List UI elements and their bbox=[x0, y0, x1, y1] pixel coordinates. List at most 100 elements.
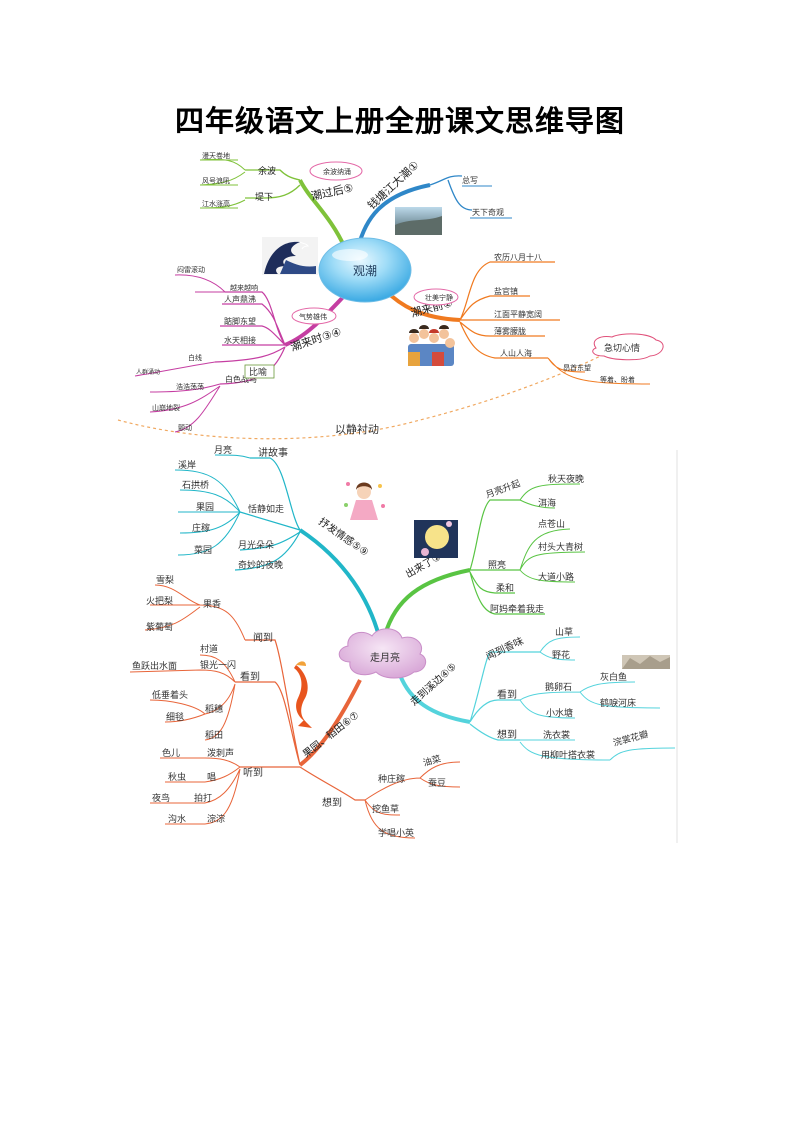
leaf-label: 天下奇观 bbox=[472, 207, 504, 217]
girl-illustration bbox=[344, 482, 385, 520]
center-node: 观潮 bbox=[318, 237, 412, 303]
leaf-label: 蚕豆 bbox=[428, 778, 446, 789]
leaf-label: 庄稼 bbox=[192, 522, 210, 534]
tag-label: 余波纳涌 bbox=[323, 167, 351, 176]
node-label: 柔和 bbox=[496, 583, 514, 594]
leaf-label: 盐官镇 bbox=[494, 286, 518, 296]
leaf-label: 山崩地裂 bbox=[152, 403, 180, 412]
leaf-label: 鱼跃出水面 bbox=[132, 660, 177, 672]
leaf-label: 挖鱼草 bbox=[372, 803, 399, 815]
leaf-label: 江水涨高 bbox=[202, 199, 230, 208]
leaf-label: 火把梨 bbox=[146, 595, 173, 607]
tag-label: 气势雄伟 bbox=[299, 312, 327, 321]
leaf-label: 果香 bbox=[203, 599, 221, 610]
leaf-label: 浣裳花瓣 bbox=[612, 728, 650, 749]
branch-lower-left: 潮来时③④ 气势雄伟 闷雷滚动 越来越响 人声鼎沸 踮脚东望 水天相接 白线 人… bbox=[134, 237, 352, 433]
leaf-label: 淙淙 bbox=[207, 813, 225, 825]
leaf-label: 恬静如走 bbox=[248, 503, 284, 515]
leaf-label: 用柳叶搭衣裳 bbox=[541, 749, 595, 761]
leaf-label: 银光一闪 bbox=[200, 659, 236, 671]
node-label: 阿妈牵着我走 bbox=[490, 603, 544, 615]
lake-photo bbox=[395, 207, 442, 235]
note-label: 比喻 bbox=[249, 366, 267, 378]
leaf-label: 种庄稼 bbox=[378, 773, 405, 785]
leaf-label: 越来越响 bbox=[230, 283, 258, 292]
leaf-label: 村头大青树 bbox=[538, 541, 583, 553]
leaf-label: 稻穗 bbox=[205, 703, 223, 715]
leaf-label: 菜园 bbox=[194, 544, 212, 556]
leaf-label: 灰白鱼 bbox=[600, 671, 627, 683]
leaf-label: 薄雾朦胧 bbox=[494, 326, 526, 336]
leaf-label: 稻田 bbox=[205, 730, 223, 741]
branch2-lower-right: 走到溪边④⑤ 闻到香味 山草 野花 看到 鹅卵石 灰白鱼 鹤唳河床 小水塘 想到… bbox=[398, 626, 676, 761]
leaf-label: 江面平静宽阔 bbox=[494, 309, 542, 319]
leaf-label: 鹅卵石 bbox=[545, 681, 572, 693]
branch-right: 潮来前② 壮美宁静 农历八月十八 盐官镇 江面平静宽阔 薄雾朦胧 人山人海 昂首… bbox=[383, 252, 664, 385]
leaf-label: 果园 bbox=[196, 502, 214, 513]
leaf-label: 雪梨 bbox=[156, 574, 174, 586]
tag-label: 壮美宁静 bbox=[425, 293, 453, 302]
leaf-label: 人山人海 bbox=[500, 348, 532, 358]
crowd-illustration bbox=[408, 325, 455, 366]
leaf-label: 浩浩荡荡 bbox=[176, 382, 204, 391]
leaf-label: 细毯 bbox=[166, 711, 184, 723]
leaf-label: 闷雷滚动 bbox=[177, 265, 205, 274]
node-label: 闻到香味 bbox=[484, 634, 526, 663]
leaf-label: 油菜 bbox=[422, 753, 443, 769]
leaf-label: 村道 bbox=[200, 643, 218, 655]
leaf-label: 农历八月十八 bbox=[494, 252, 542, 262]
branch2-lower-left: 果园、稻田⑥⑦ 闻到 果香 雪梨 火把梨 紫葡萄 看到 村道 银光一闪 鱼跃出水… bbox=[129, 574, 461, 839]
leaf-label: 人群涌动 bbox=[136, 368, 160, 376]
leaf-label: 总写 bbox=[462, 175, 478, 185]
leaf-label: 月光朵朵 bbox=[238, 539, 274, 551]
leaf-label: 风号浪吼 bbox=[202, 176, 230, 185]
node-label: 看到 bbox=[497, 688, 517, 701]
document-title: 四年级语文上册全册课文思维导图 bbox=[174, 104, 625, 138]
node-label: 余波 bbox=[258, 165, 276, 177]
node-label: 想到 bbox=[497, 728, 517, 741]
leaf-label: 奇妙的夜晚 bbox=[238, 559, 283, 571]
leaf-label: 石拱桥 bbox=[182, 479, 209, 491]
stone-illustration bbox=[622, 655, 670, 669]
node-label: 照亮 bbox=[488, 559, 506, 571]
leaf-label: 月亮 bbox=[214, 444, 232, 456]
leaf-label: 讲故事 bbox=[258, 446, 288, 459]
leaf-label: 唱 bbox=[207, 772, 216, 783]
leaf-label: 溪岸 bbox=[178, 459, 196, 471]
leaf-label: 小水塘 bbox=[546, 707, 573, 719]
leaf-label: 沟水 bbox=[168, 813, 186, 825]
koi-illustration bbox=[294, 661, 312, 728]
center-label: 观潮 bbox=[353, 263, 377, 278]
node-label: 白线 bbox=[188, 353, 202, 362]
branch-upper-left: 潮过后⑤ 余波纳涌 余波 堤下 漫天卷地 风号浪吼 江水涨高 bbox=[199, 151, 363, 249]
leaf-label: 秋虫 bbox=[168, 771, 186, 783]
wave-illustration bbox=[262, 237, 318, 275]
leaf-label: 低垂着头 bbox=[152, 689, 188, 701]
node-label: 踮脚东望 bbox=[224, 316, 256, 326]
node-label: 看到 bbox=[240, 670, 260, 683]
map1: 以静衬动 钱塘江大潮① 总写 天下奇观 潮过后⑤ 余波 bbox=[117, 151, 664, 440]
branch-label: 潮来时③④ bbox=[289, 324, 344, 354]
leaf-label: 紫葡萄 bbox=[146, 621, 173, 633]
leaf-label: 泼刺声 bbox=[207, 747, 234, 759]
leaf-label: 山草 bbox=[555, 626, 573, 638]
node-label: 想到 bbox=[322, 796, 342, 809]
node-label: 闻到 bbox=[253, 631, 273, 644]
transition-label: 以静衬动 bbox=[335, 422, 379, 436]
feeling-bubble: 急切心情 bbox=[592, 333, 664, 361]
center-label: 走月亮 bbox=[370, 651, 400, 664]
leaf-label: 野花 bbox=[552, 649, 570, 661]
map2: 抒发情感⑤⑨ 讲故事 月亮 恬静如走 溪岸 石拱桥 果园 庄稼 菜园 月光朵朵 … bbox=[129, 444, 678, 843]
leaf-label: 洗衣裳 bbox=[543, 729, 570, 741]
leaf-label: 点苍山 bbox=[538, 518, 565, 530]
leaf-label: 漫天卷地 bbox=[202, 151, 230, 160]
leaf-label: 夜鸟 bbox=[152, 792, 170, 804]
leaf-label: 学唱小英 bbox=[378, 827, 414, 839]
leaf-label: 等着、盼着 bbox=[600, 375, 635, 384]
leaf-label: 大道小路 bbox=[538, 571, 574, 583]
leaf-label: 色儿 bbox=[162, 747, 180, 759]
leaf-label: 颤动 bbox=[178, 423, 192, 432]
node-label: 水天相接 bbox=[224, 335, 256, 345]
leaf-label: 拍打 bbox=[194, 792, 212, 804]
